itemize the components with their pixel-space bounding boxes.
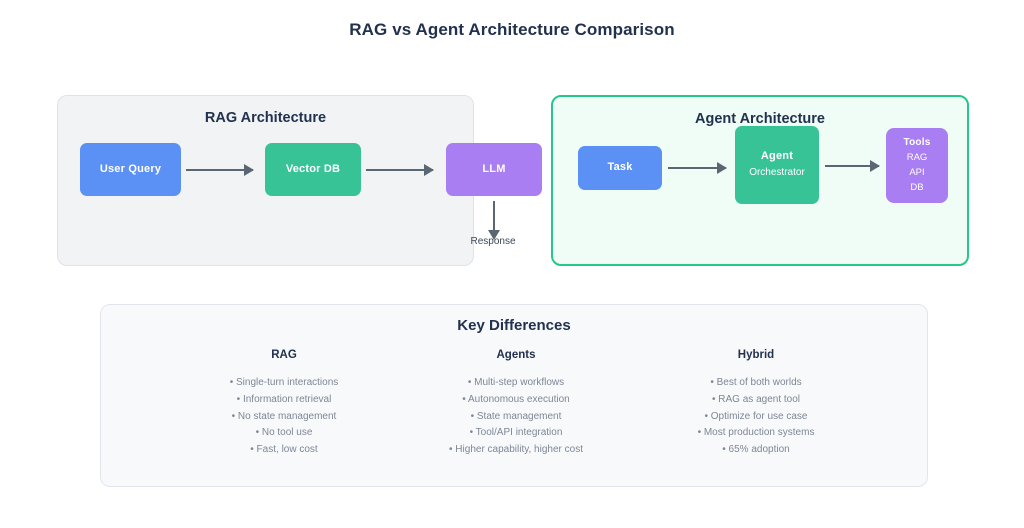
node-tools-item-api: API — [909, 167, 925, 179]
list-item: • No state management — [231, 410, 337, 422]
kd-list-agents: • Multi-step workflows • Autonomous exec… — [401, 375, 631, 459]
node-agent-label: Agent — [760, 150, 794, 163]
list-item: • Optimize for use case — [704, 410, 808, 422]
arrow-agent-to-tools — [825, 165, 879, 167]
rag-panel-title: RAG Architecture — [204, 110, 327, 126]
node-vector-db[interactable]: Vector DB — [265, 143, 361, 196]
node-llm[interactable]: LLM — [446, 143, 542, 196]
list-item: • RAG as agent tool — [712, 393, 800, 405]
list-item: • Fast, low cost — [250, 444, 318, 456]
arrow-task-to-agent — [668, 167, 726, 169]
page-title: RAG vs Agent Architecture Comparison — [349, 20, 675, 39]
node-user-query-label: User Query — [99, 162, 162, 175]
node-task-label: Task — [607, 161, 633, 174]
kd-heading-agents: Agents — [496, 349, 536, 361]
node-agent-orchestrator[interactable]: Agent Orchestrator — [735, 126, 819, 204]
key-differences-panel: Key Differences RAG • Single-turn intera… — [100, 304, 928, 487]
node-tools-item-db: DB — [910, 182, 924, 194]
agent-panel-title: Agent Architecture — [695, 111, 825, 127]
kd-list-hybrid: • Best of both worlds • RAG as agent too… — [641, 375, 871, 459]
list-item: • Information retrieval — [236, 393, 332, 405]
arrow-user-query-to-vector-db — [186, 169, 253, 171]
list-item: • Best of both worlds — [710, 377, 802, 388]
kd-heading-rag: RAG — [271, 349, 297, 361]
node-tools-label: Tools — [903, 136, 931, 148]
list-item: • Multi-step workflows — [467, 377, 565, 388]
list-item: • Tool/API integration — [469, 427, 563, 439]
list-item: • Higher capability, higher cost — [449, 444, 583, 456]
list-item: • No tool use — [255, 427, 313, 439]
node-vector-db-label: Vector DB — [285, 162, 341, 175]
node-tools[interactable]: Tools RAG API DB — [886, 128, 948, 203]
arrow-vector-db-to-llm — [366, 169, 433, 171]
node-tools-item-rag: RAG — [906, 152, 928, 164]
key-differences-column-rag: RAG • Single-turn interactions • Informa… — [169, 349, 399, 459]
key-differences-title: Key Differences — [457, 317, 571, 334]
arrow-llm-to-response — [493, 201, 495, 231]
node-user-query[interactable]: User Query — [80, 143, 181, 196]
list-item: • Autonomous execution — [462, 393, 570, 405]
key-differences-column-hybrid: Hybrid • Best of both worlds • RAG as ag… — [641, 349, 871, 459]
node-llm-label: LLM — [482, 162, 506, 175]
kd-list-rag: • Single-turn interactions • Information… — [169, 375, 399, 459]
list-item: • 65% adoption — [722, 444, 790, 456]
kd-heading-hybrid: Hybrid — [737, 349, 775, 361]
list-item: • Single-turn interactions — [229, 377, 339, 388]
list-item: • Most production systems — [697, 427, 815, 439]
key-differences-column-agents: Agents • Multi-step workflows • Autonomo… — [401, 349, 631, 459]
list-item: • State management — [470, 410, 562, 422]
node-agent-sublabel: Orchestrator — [749, 167, 805, 179]
node-task[interactable]: Task — [578, 146, 662, 190]
response-label: Response — [470, 236, 516, 247]
